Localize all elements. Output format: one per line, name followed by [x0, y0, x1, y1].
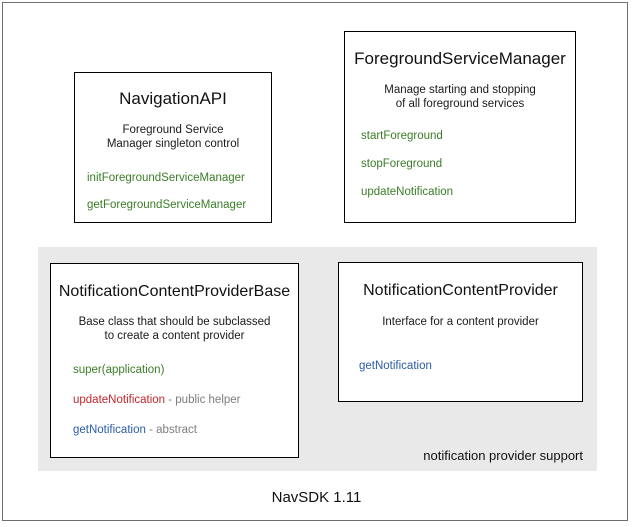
method-item[interactable]: getNotification - abstract	[73, 423, 298, 437]
method-note: - abstract	[145, 424, 198, 436]
method-list-navigation-api: initForegroundServiceManager getForegrou…	[75, 171, 271, 212]
class-description-notification-content-provider: Interface for a content provider	[339, 315, 582, 329]
class-title-notification-content-provider-base: NotificationContentProviderBase	[58, 283, 291, 300]
class-description-line-2: of all foreground services	[395, 98, 525, 110]
method-item[interactable]: startForeground	[361, 129, 575, 143]
class-description-line-1: Manage starting and stopping	[384, 84, 536, 96]
class-box-notification-content-provider-base[interactable]: NotificationContentProviderBase Base cla…	[50, 263, 299, 458]
method-name: updateNotification	[361, 186, 454, 198]
class-description-line-1: Foreground Service	[122, 124, 224, 136]
method-note: - public helper	[165, 394, 241, 406]
method-name: getForegroundServiceManager	[87, 199, 247, 211]
class-description-notification-content-provider-base: Base class that should be subclassed to …	[51, 315, 298, 343]
class-title-notification-content-provider: NotificationContentProvider	[363, 282, 558, 299]
method-name: updateNotification	[73, 394, 166, 406]
method-item[interactable]: updateNotification - public helper	[73, 393, 298, 407]
class-box-navigation-api[interactable]: NavigationAPI Foreground Service Manager…	[74, 72, 272, 223]
method-item[interactable]: super(application)	[73, 363, 298, 377]
method-name: getNotification	[359, 360, 432, 372]
class-title-navigation-api: NavigationAPI	[119, 89, 227, 108]
method-item[interactable]: stopForeground	[361, 157, 575, 171]
method-name: initForegroundServiceManager	[87, 172, 245, 184]
method-name: getNotification	[73, 424, 146, 436]
class-description-line-2: to create a content provider	[104, 330, 245, 342]
method-item[interactable]: getNotification	[359, 359, 582, 373]
class-title-foreground-service-manager: ForegroundServiceManager	[354, 49, 566, 68]
class-description-navigation-api: Foreground Service Manager singleton con…	[75, 123, 271, 151]
class-box-foreground-service-manager[interactable]: ForegroundServiceManager Manage starting…	[344, 31, 576, 223]
class-box-notification-content-provider[interactable]: NotificationContentProvider Interface fo…	[338, 262, 583, 402]
method-item[interactable]: updateNotification	[361, 185, 575, 199]
method-item[interactable]: initForegroundServiceManager	[87, 171, 271, 185]
method-list-notification-content-provider: getNotification	[339, 359, 582, 373]
method-list-foreground-service-manager: startForeground stopForeground updateNot…	[345, 129, 575, 199]
class-description-foreground-service-manager: Manage starting and stopping of all fore…	[345, 83, 575, 111]
group-label-notification-provider-support: notification provider support	[423, 448, 583, 463]
method-item[interactable]: getForegroundServiceManager	[87, 198, 271, 212]
diagram-footer-caption: NavSDK 1.11	[271, 489, 362, 506]
class-description-line-2: Manager singleton control	[106, 138, 240, 150]
method-name: stopForeground	[361, 158, 443, 170]
method-name: super(application)	[73, 364, 165, 376]
class-description-line-1: Base class that should be subclassed	[78, 316, 271, 328]
method-name: startForeground	[361, 130, 443, 142]
class-description-line-1: Interface for a content provider	[382, 316, 539, 328]
method-list-notification-content-provider-base: super(application) updateNotification - …	[51, 363, 298, 437]
